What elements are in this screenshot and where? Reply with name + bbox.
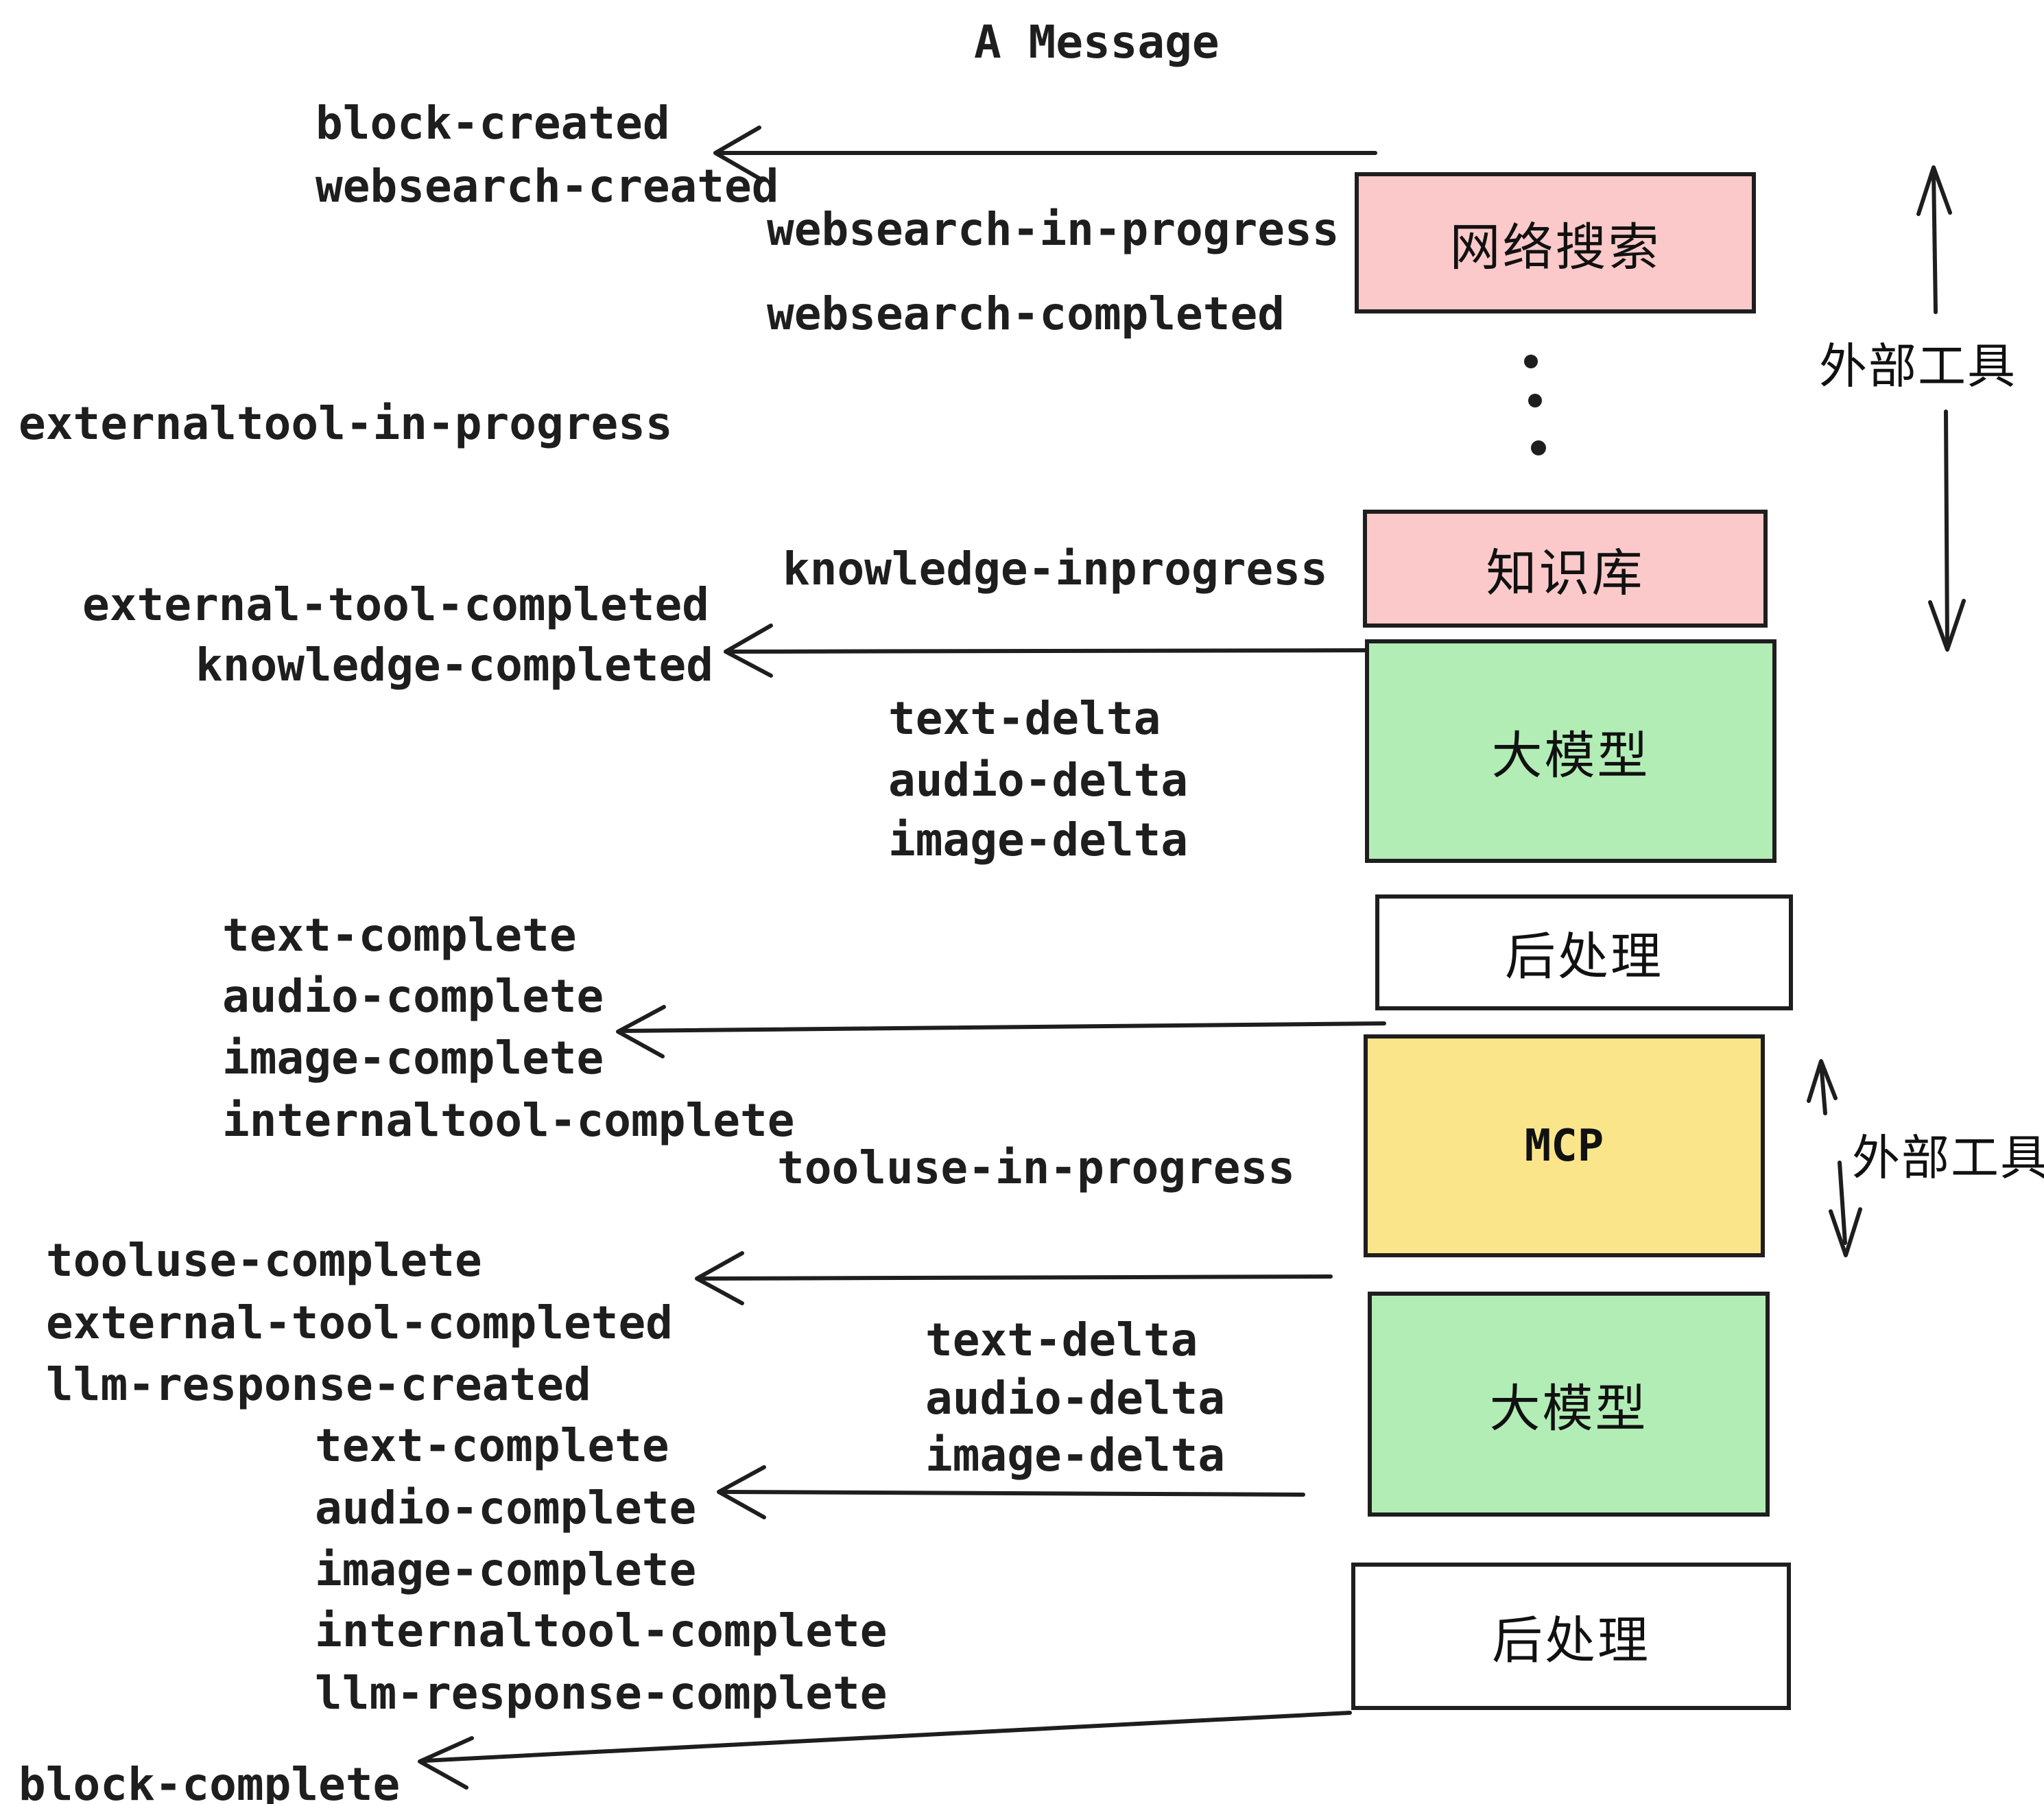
mcp-external-arrow-down [1838, 1161, 1847, 1245]
event-text-delta: text-delta [888, 692, 1161, 745]
external-tools-arrow-down [1944, 410, 1949, 649]
event-text-delta-2: text-delta [925, 1314, 1198, 1366]
arrowhead-to-audio-complete [717, 1465, 766, 1519]
arrowhead-to-websearch-created [713, 126, 761, 180]
event-internaltool-complete: internaltool-complete [222, 1094, 795, 1147]
event-external-tool-completed: external-tool-completed [82, 578, 709, 631]
event-audio-delta: audio-delta [888, 754, 1189, 807]
event-externaltool-in-progress: externaltool-in-progress [19, 397, 673, 450]
event-websearch-completed: websearch-completed [767, 287, 1285, 340]
side-label-external-tools-1: 外部工具 [1819, 338, 2017, 394]
event-image-delta-2: image-delta [925, 1429, 1226, 1482]
event-websearch-in-progress: websearch-in-progress [767, 203, 1340, 256]
arrow-to-block-complete [422, 1711, 1352, 1763]
node-label: 知识库 [1486, 543, 1645, 603]
event-audio-complete: audio-complete [222, 970, 604, 1023]
arrowhead-to-block-complete [418, 1736, 474, 1790]
ellipsis-dot [1531, 440, 1546, 455]
node-postprocess-1: 后处理 [1375, 894, 1793, 1010]
event-image-delta: image-delta [888, 814, 1189, 866]
arrow-to-knowledge-completed [726, 648, 1374, 654]
event-tooluse-complete: tooluse-complete [46, 1234, 482, 1287]
event-text-complete-2: text-complete [315, 1419, 669, 1472]
node-label: 网络搜索 [1449, 217, 1661, 277]
event-llm-response-complete: llm-response-complete [315, 1667, 888, 1720]
external-tools-arrowhead-up [1916, 165, 1952, 216]
node-label: 后处理 [1492, 1611, 1650, 1670]
node-label: 大模型 [1489, 1379, 1648, 1438]
node-websearch: 网络搜索 [1355, 172, 1756, 313]
external-tools-arrowhead-down [1928, 599, 1966, 652]
node-label: 大模型 [1491, 726, 1650, 785]
node-llm-2: 大模型 [1368, 1292, 1770, 1517]
arrowhead-to-image-complete [616, 1005, 666, 1058]
event-llm-response-created: llm-response-created [46, 1358, 591, 1411]
mcp-external-arrowhead-up [1807, 1059, 1838, 1103]
event-block-created: block-created [316, 97, 670, 150]
arrow-to-external-tool-completed [698, 1274, 1333, 1281]
side-label-external-tools-2: 外部工具 [1852, 1130, 2044, 1186]
arrow-to-audio-complete [720, 1490, 1305, 1497]
event-block-complete: block-complete [19, 1758, 401, 1804]
event-image-complete: image-complete [222, 1032, 604, 1084]
event-internaltool-complete-2: internaltool-complete [315, 1604, 888, 1657]
arrowhead-to-external-tool-completed [695, 1251, 744, 1305]
node-knowledge-base: 知识库 [1363, 510, 1768, 628]
mcp-external-arrowhead-down [1829, 1207, 1862, 1257]
event-audio-delta-2: audio-delta [925, 1372, 1226, 1425]
ellipsis-dot [1524, 355, 1538, 368]
node-postprocess-2: 后处理 [1351, 1563, 1791, 1710]
event-image-complete-2: image-complete [315, 1543, 697, 1596]
event-external-tool-completed-2: external-tool-completed [46, 1296, 673, 1349]
external-tools-arrow-up [1932, 168, 1938, 314]
event-tooluse-in-progress: tooluse-in-progress [777, 1141, 1295, 1194]
node-label: MCP [1524, 1120, 1604, 1172]
event-audio-complete-2: audio-complete [315, 1482, 697, 1534]
ellipsis-dot [1528, 394, 1542, 407]
event-knowledge-inprogress: knowledge-inprogress [783, 543, 1328, 595]
arrow-to-image-complete [619, 1021, 1386, 1033]
mcp-external-arrow-up [1819, 1061, 1827, 1115]
event-knowledge-completed: knowledge-completed [195, 639, 713, 691]
node-llm-1: 大模型 [1365, 639, 1776, 863]
event-websearch-created: websearch-created [316, 160, 779, 213]
event-text-complete: text-complete [222, 909, 577, 962]
node-mcp: MCP [1364, 1034, 1765, 1257]
arrowhead-to-knowledge-completed [724, 624, 773, 678]
node-label: 后处理 [1505, 927, 1663, 986]
page-title: A Message [974, 16, 1220, 69]
